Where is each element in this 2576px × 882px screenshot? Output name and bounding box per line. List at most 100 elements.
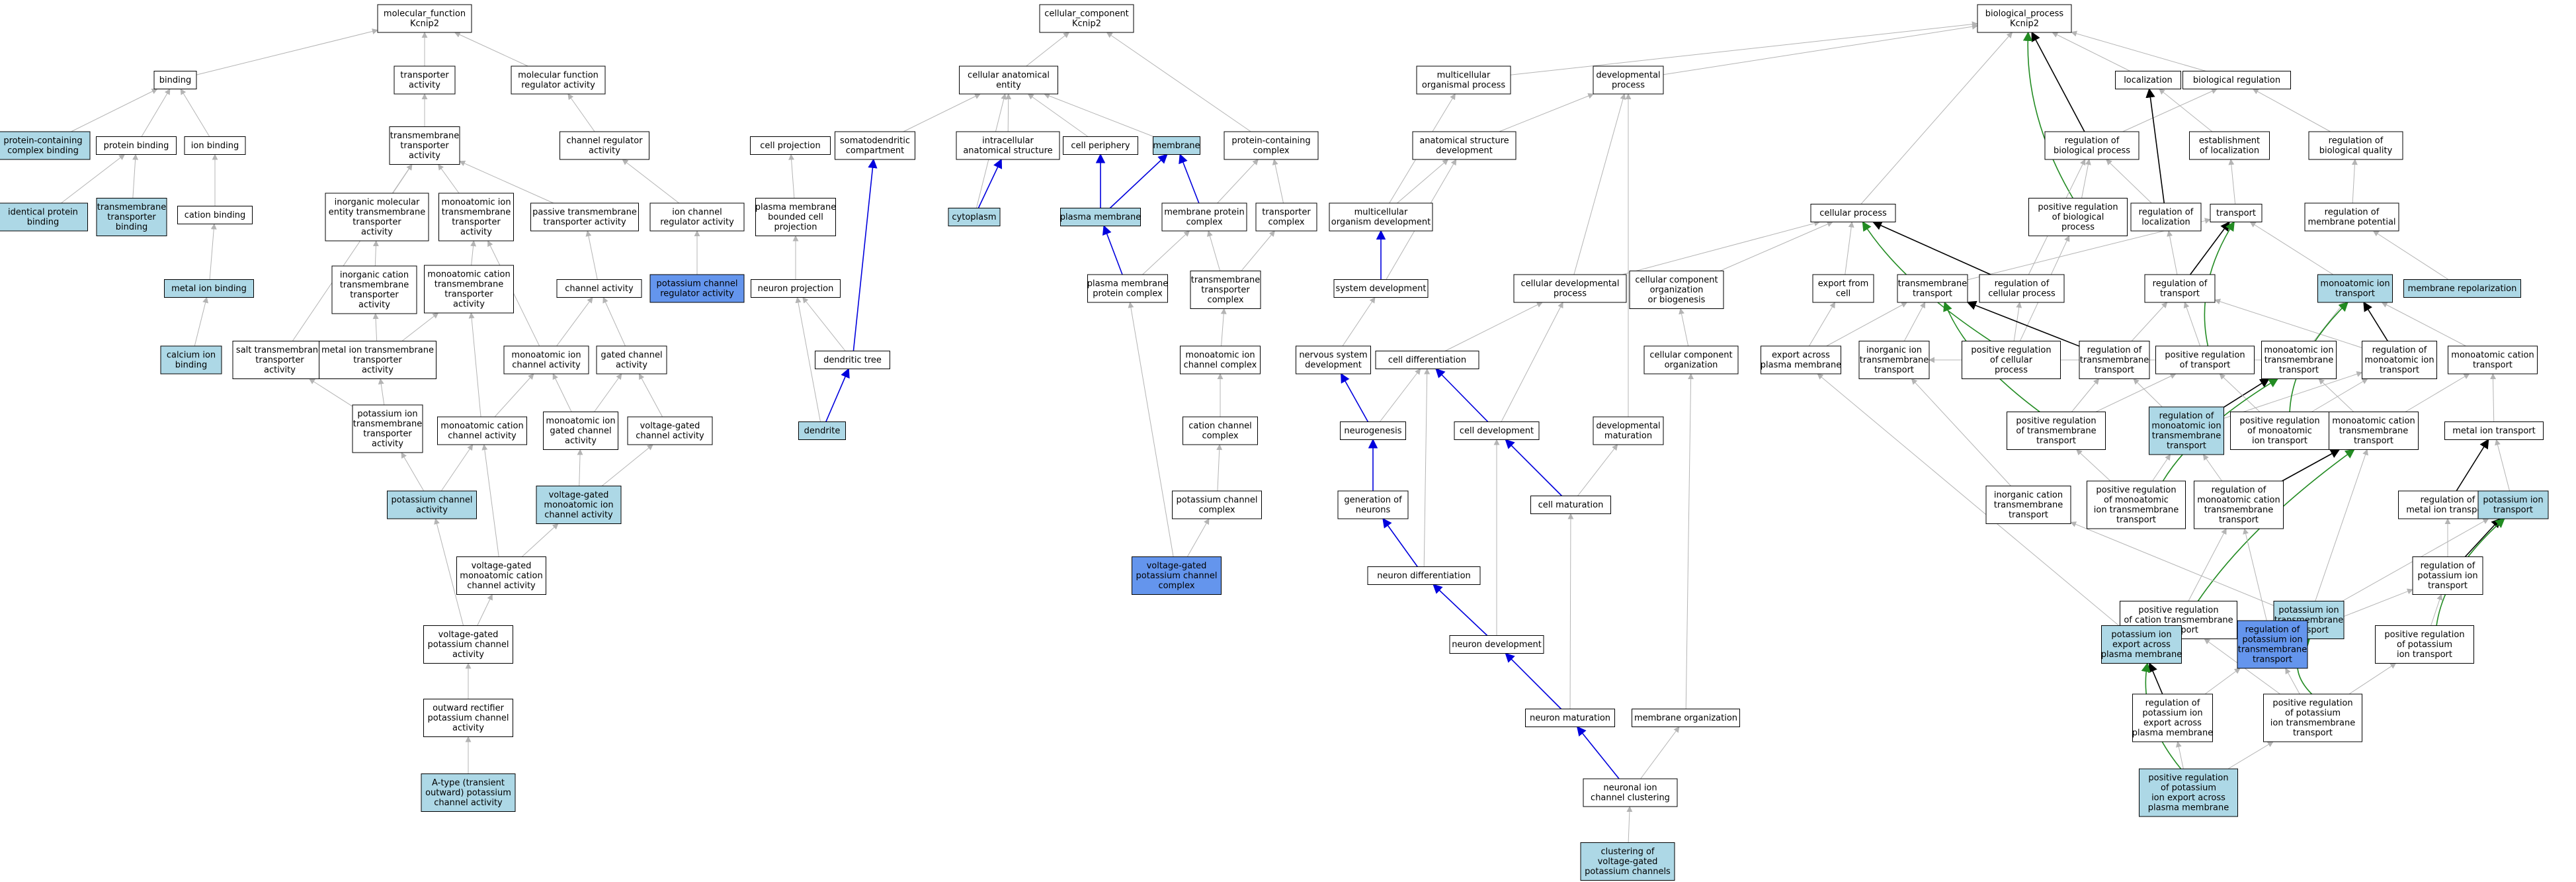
go-term-node[interactable]: metal ion transmembranetransporteractivi… [319, 341, 436, 379]
go-term-node[interactable]: cell differentiation [1375, 351, 1479, 369]
go-term-node[interactable]: ion binding [184, 136, 246, 155]
go-term-node[interactable]: cation binding [177, 206, 253, 224]
go-term-node[interactable]: potassium iontransmembranetransporteract… [352, 404, 423, 453]
go-term-node[interactable]: plasma membrane [1060, 208, 1142, 226]
go-term-node[interactable]: neuron maturation [1525, 709, 1615, 727]
go-term-node[interactable]: neuron development [1449, 635, 1544, 654]
go-term-node[interactable]: transport [2210, 204, 2263, 222]
go-term-node[interactable]: cellular process [1810, 204, 1896, 222]
go-term-node[interactable]: cytoplasm [948, 208, 1001, 226]
go-term-node[interactable]: biological regulation [2182, 71, 2291, 89]
go-term-node[interactable]: inorganic cationtransmembranetransporter… [331, 265, 417, 314]
go-term-node[interactable]: binding [153, 71, 197, 89]
go-term-node[interactable]: membrane repolarization [2403, 279, 2521, 298]
go-term-node[interactable]: dendrite [798, 421, 846, 440]
go-term-node[interactable]: protein binding [96, 136, 177, 155]
go-term-node[interactable]: neuron projection [751, 279, 841, 298]
go-term-node[interactable]: cell maturation [1530, 496, 1611, 514]
go-term-node[interactable]: system development [1333, 279, 1429, 298]
go-term-node[interactable]: metal ion binding [164, 279, 254, 298]
go-term-node[interactable]: membrane organization [1632, 709, 1740, 727]
go-term-node[interactable]: neuron differentiation [1367, 566, 1481, 585]
go-term-node[interactable]: neurogenesis [1340, 421, 1406, 440]
go-term-node[interactable]: monoatomic cationtransmembranetransporte… [424, 265, 514, 314]
go-term-node[interactable]: membrane [1153, 136, 1200, 155]
go-term-node[interactable]: monoatomic iontransmembranetransporterac… [438, 193, 514, 242]
go-term-node[interactable]: channel activity [556, 279, 642, 298]
go-term-node[interactable]: dendritic tree [815, 351, 890, 369]
